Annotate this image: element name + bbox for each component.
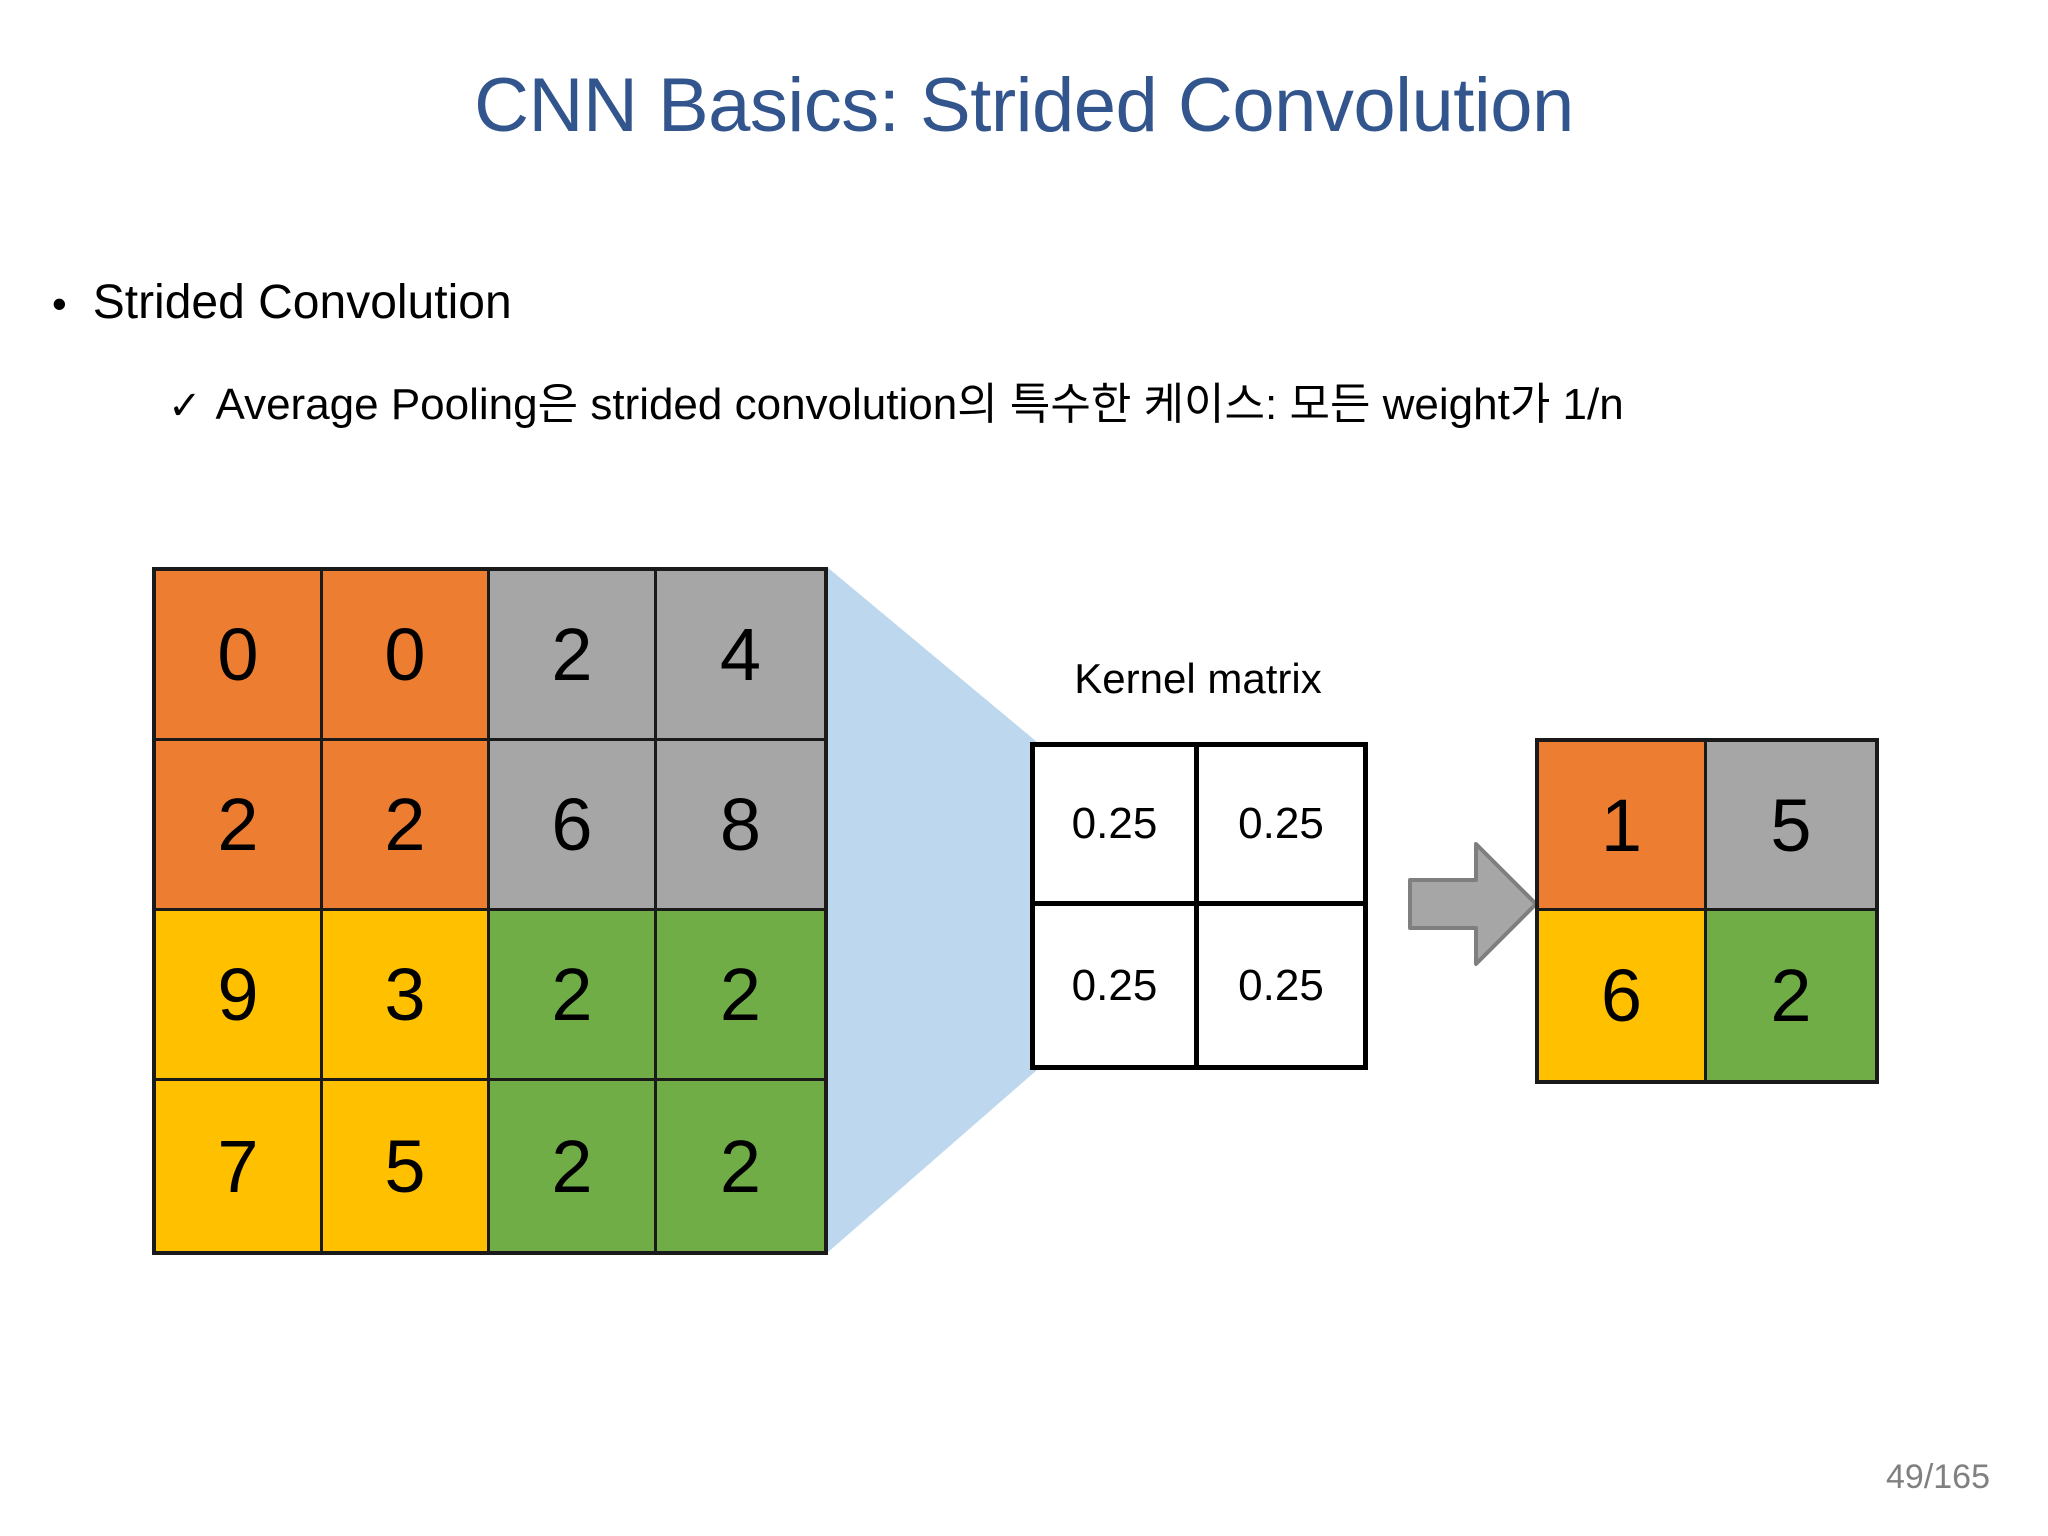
bullet-item-level2: ✓ Average Pooling은 strided convolution의 … (168, 376, 1624, 435)
input-matrix-cell: 6 (490, 741, 657, 911)
input-matrix-cell: 2 (156, 741, 323, 911)
input-matrix-cell: 0 (156, 571, 323, 741)
input-matrix-cell: 2 (657, 1081, 824, 1251)
input-matrix-cell: 4 (657, 571, 824, 741)
bullet-item-level1: • Strided Convolution (52, 272, 512, 335)
kernel-matrix-cell: 0.25 (1199, 906, 1363, 1065)
bullet-level2-text: Average Pooling은 strided convolution의 특수… (215, 380, 1624, 429)
input-matrix-cell: 7 (156, 1081, 323, 1251)
output-matrix-cell: 6 (1539, 911, 1707, 1080)
input-matrix-cell: 3 (323, 911, 490, 1081)
input-matrix-cell: 0 (323, 571, 490, 741)
checkmark-icon: ✓ (168, 384, 202, 428)
bullet-level1-text: Strided Convolution (92, 276, 512, 329)
kernel-matrix-label: Kernel matrix (1074, 655, 1322, 702)
kernel-matrix-cell: 0.25 (1035, 747, 1199, 906)
input-matrix-cell: 8 (657, 741, 824, 911)
page-number: 49/165 (1886, 1458, 1990, 1496)
input-matrix-cell: 9 (156, 911, 323, 1081)
input-matrix-cell: 2 (323, 741, 490, 911)
output-matrix-cell: 2 (1707, 911, 1875, 1080)
kernel-matrix-cell: 0.25 (1035, 906, 1199, 1065)
input-matrix-cell: 2 (490, 1081, 657, 1251)
bullet-dot-icon: • (52, 280, 67, 327)
right-arrow-icon (1408, 842, 1538, 966)
input-matrix-cell: 2 (490, 911, 657, 1081)
input-matrix-cell: 2 (490, 571, 657, 741)
input-matrix-cell: 2 (657, 911, 824, 1081)
input-matrix-cell: 5 (323, 1081, 490, 1251)
output-matrix-cell: 5 (1707, 742, 1875, 911)
funnel-connector-shape (827, 567, 1037, 1253)
output-matrix-cell: 1 (1539, 742, 1707, 911)
kernel-matrix-cell: 0.25 (1199, 747, 1363, 906)
page-title: CNN Basics: Strided Convolution (474, 63, 1574, 148)
